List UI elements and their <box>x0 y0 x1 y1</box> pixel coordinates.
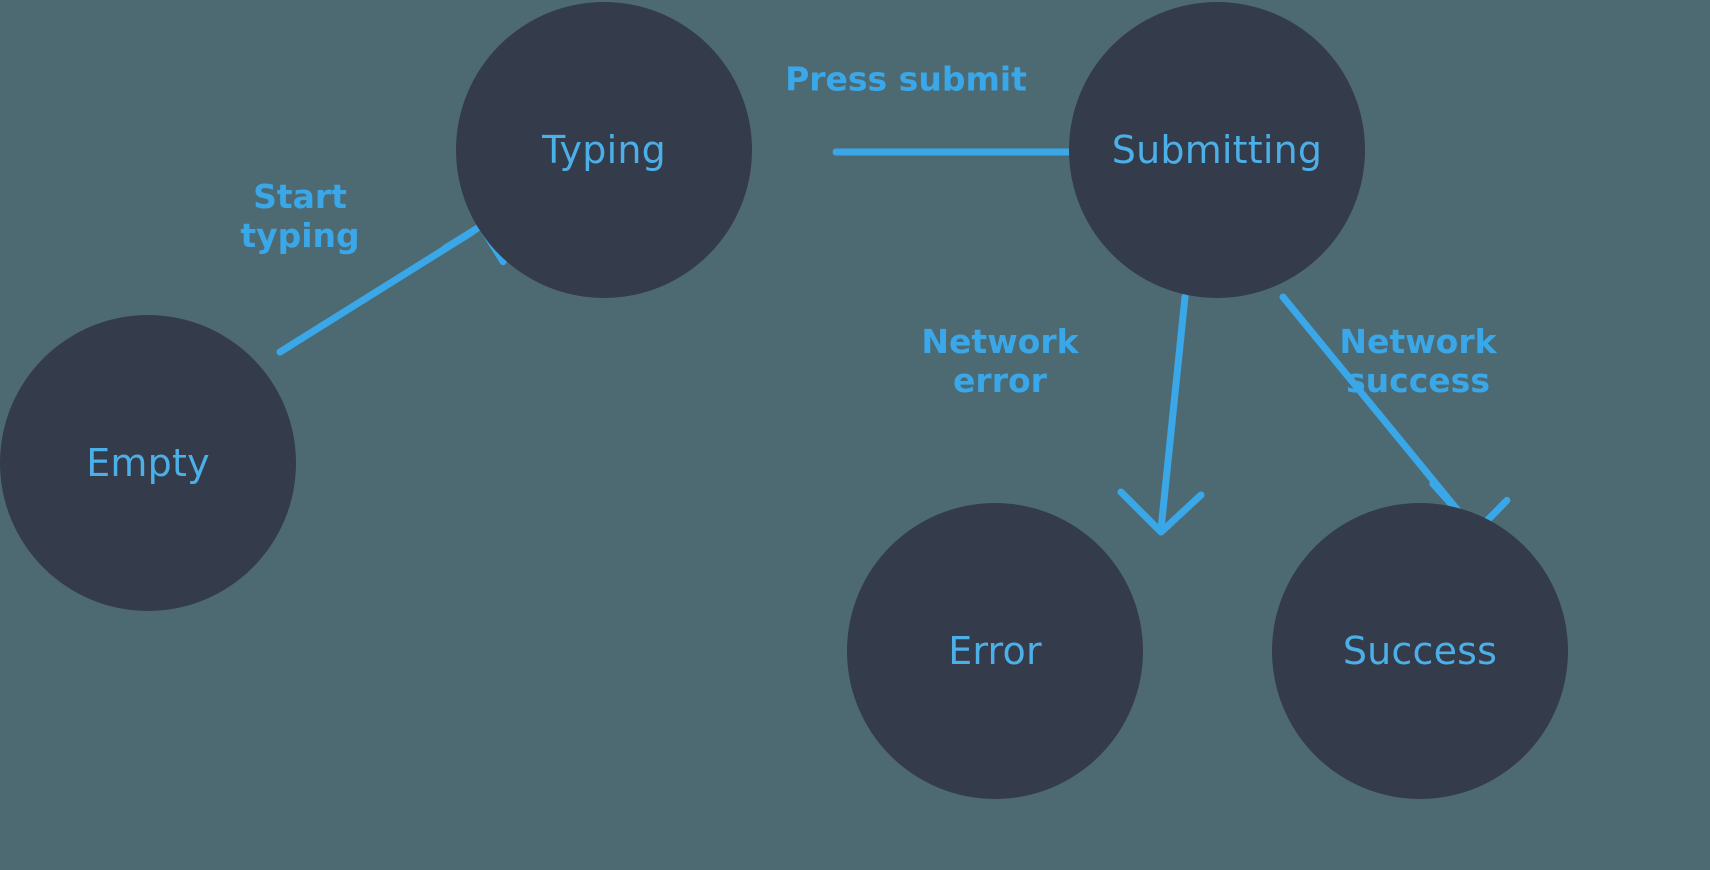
edge-network-error <box>1117 293 1205 536</box>
state-node-success[interactable]: Success <box>1272 503 1568 799</box>
state-node-submitting[interactable]: Submitting <box>1069 2 1365 298</box>
edge-start-typing <box>276 222 507 356</box>
edge-line-start-typing <box>276 228 476 356</box>
edge-line-network-error <box>1157 293 1189 533</box>
state-node-label-submitting: Submitting <box>1111 128 1323 172</box>
edge-label-network-success: Network success <box>1339 322 1497 400</box>
edge-label-start-typing: Start typing <box>240 177 360 255</box>
state-node-label-error: Error <box>948 629 1042 673</box>
state-node-label-typing: Typing <box>542 128 666 172</box>
state-node-empty[interactable]: Empty <box>0 315 296 611</box>
state-node-error[interactable]: Error <box>847 503 1143 799</box>
edge-network-success <box>1279 293 1511 536</box>
state-node-label-success: Success <box>1342 629 1498 673</box>
edge-label-press-submit: Press submit <box>785 59 1027 99</box>
edge-line-network-success <box>1279 293 1477 533</box>
edge-label-network-error: Network error <box>921 322 1079 400</box>
arrowhead-network-error <box>1117 488 1205 536</box>
state-node-typing[interactable]: Typing <box>456 2 752 298</box>
state-node-label-empty: Empty <box>86 441 210 485</box>
